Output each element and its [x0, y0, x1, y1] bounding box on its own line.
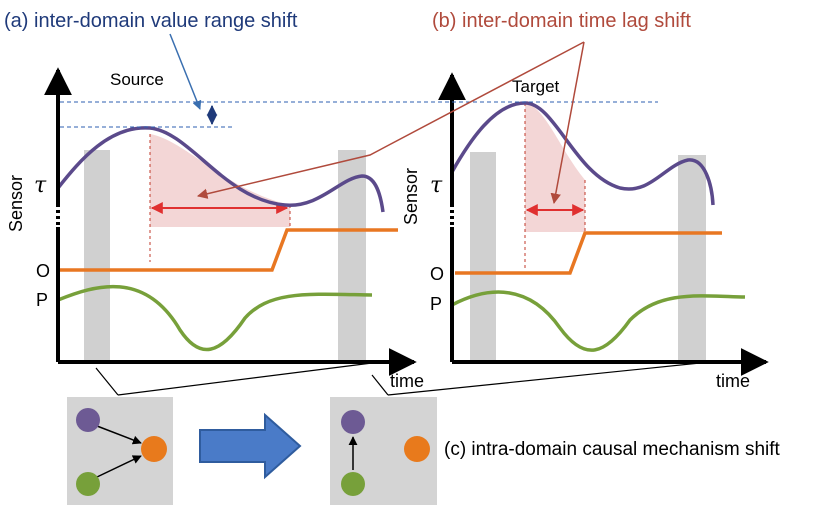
target-callout-left — [371, 374, 389, 396]
node-purple-target — [341, 410, 365, 434]
caption-c: (c) intra-domain causal mechanism shift — [444, 439, 781, 460]
target-tau-label: τ — [430, 173, 443, 198]
source-p-curve — [57, 284, 373, 352]
node-purple — [76, 408, 100, 432]
target-o-label: O — [430, 264, 444, 284]
source-p-label: P — [36, 290, 48, 310]
node-orange-target — [404, 436, 430, 462]
source-o-label: O — [36, 261, 50, 281]
target-p-label: P — [430, 294, 442, 314]
target-tau-curve — [450, 101, 715, 206]
target-grey-band-right — [678, 155, 706, 362]
caption-a-pointer — [169, 33, 202, 110]
target-shaded-region — [525, 103, 585, 232]
source-callout-left — [95, 367, 119, 396]
target-x-label: time — [716, 371, 750, 391]
node-green-target — [341, 472, 365, 496]
source-grey-band-left — [84, 150, 110, 362]
source-causal-graph — [67, 397, 173, 505]
source-x-label: time — [390, 371, 424, 391]
target-callout-right — [387, 362, 701, 396]
caption-b: (b) inter-domain time lag shift — [432, 10, 691, 32]
node-green — [76, 472, 100, 496]
value-range-annotation: (a) inter-domain value range shift — [4, 10, 658, 128]
caption-a: (a) inter-domain value range shift — [4, 10, 298, 32]
target-o-curve — [455, 231, 722, 275]
source-o-curve — [60, 228, 398, 272]
source-y-label: Sensor — [6, 175, 26, 232]
edge-green-to-orange — [96, 455, 142, 478]
source-shaded-region — [150, 134, 290, 227]
target-p-curve — [451, 290, 746, 352]
source-callout-right — [117, 362, 373, 396]
caption-b-pointer-right — [550, 41, 585, 205]
target-grey-band-left — [470, 152, 496, 362]
target-title: Target — [512, 77, 560, 96]
target-y-label: Sensor — [401, 168, 421, 225]
right-arrow-icon — [199, 412, 302, 480]
source-tau-curve — [56, 126, 385, 213]
target-causal-graph — [330, 397, 437, 505]
caption-b-pointer-left — [196, 41, 585, 199]
source-panel: Source Sensor τ O P time — [6, 67, 424, 391]
node-orange — [141, 436, 167, 462]
time-lag-annotation: (b) inter-domain time lag shift — [196, 10, 691, 205]
callout-lines — [95, 362, 701, 396]
edge-purple-to-orange — [96, 425, 142, 445]
target-panel: Target Sensor τ O P time — [401, 72, 769, 391]
source-tau-label: τ — [34, 173, 47, 198]
source-title: Source — [110, 70, 164, 89]
